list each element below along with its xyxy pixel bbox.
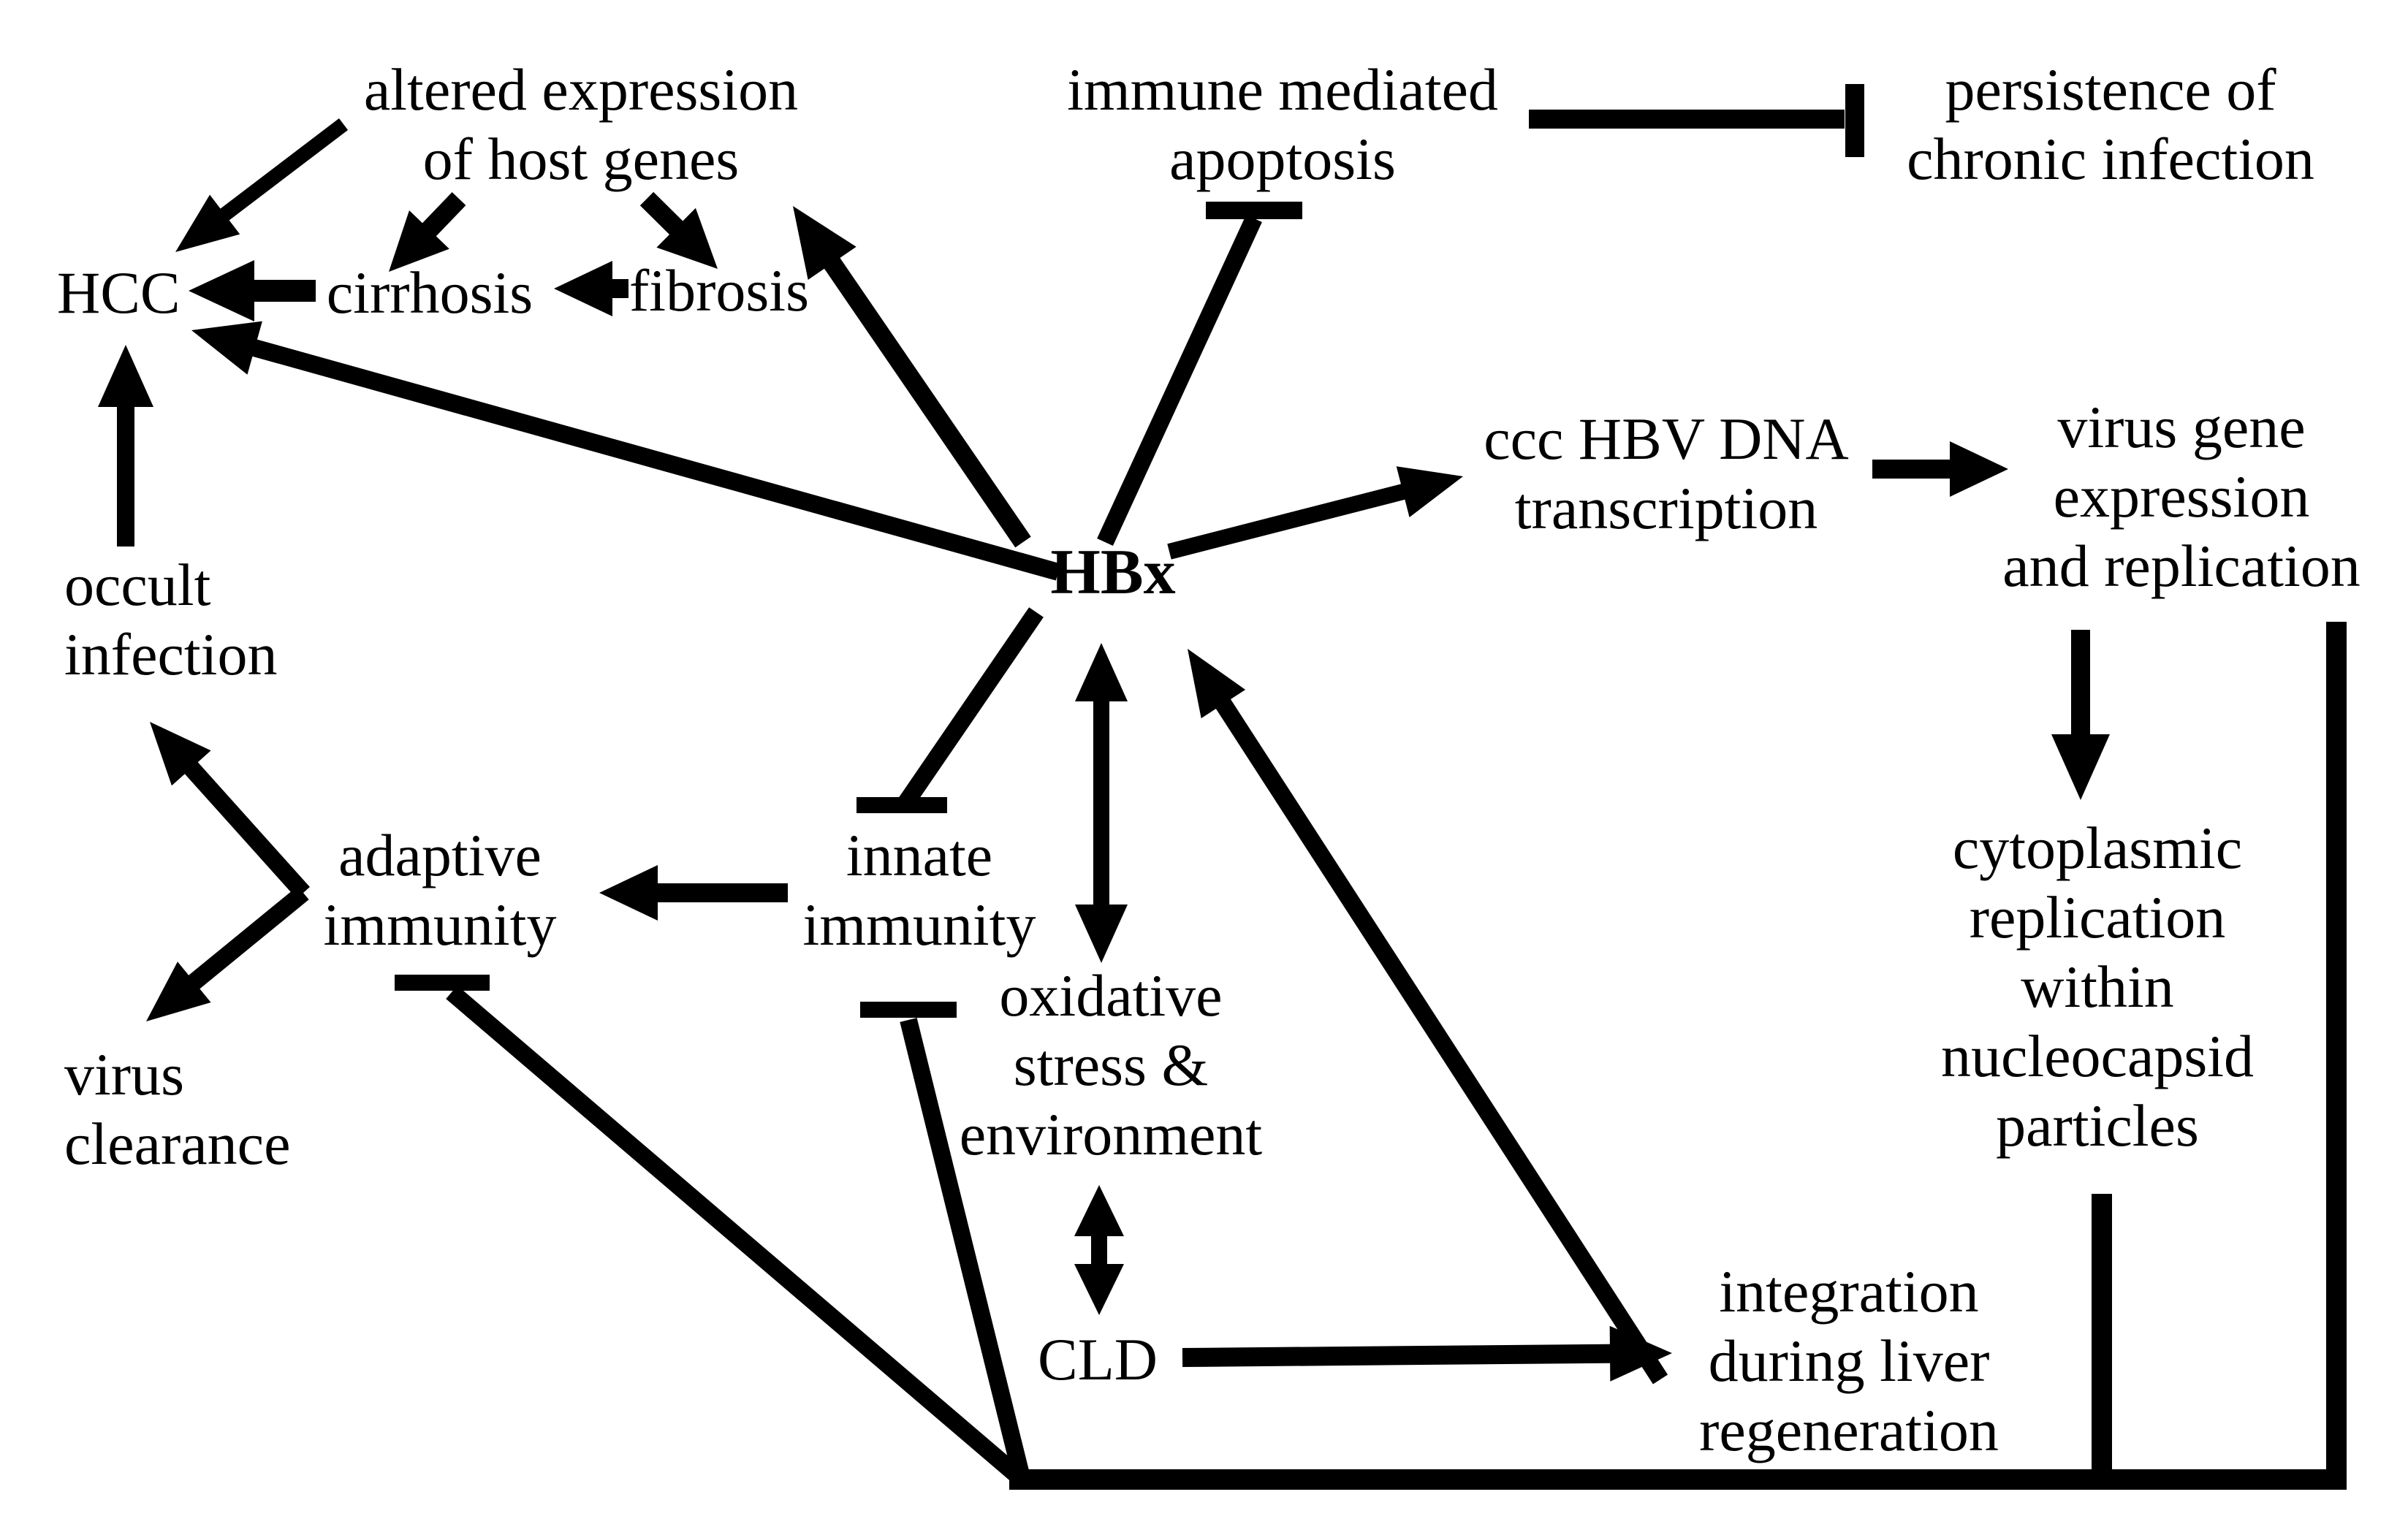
- node-adaptive-immunity-label-line-0: adaptive: [338, 822, 542, 888]
- node-cirrhosis-label-line-0: cirrhosis: [327, 259, 533, 326]
- node-cld-label-line-0: CLD: [1038, 1326, 1158, 1393]
- node-integration-label-line-2: regeneration: [1699, 1397, 1999, 1463]
- arrow-hbx-to-hcc: [191, 321, 1061, 581]
- inhibitor-replication-inhibits-innate: [860, 1002, 1030, 1480]
- node-altered-expression-label-line-1: of host genes: [423, 126, 740, 192]
- node-integration-label-line-1: during liver: [1709, 1328, 1990, 1394]
- node-innate-immunity-label-line-1: immunity: [803, 891, 1036, 958]
- arrow-adaptive-to-occult: [150, 722, 310, 899]
- node-occult-infection-label-line-0: occult: [64, 552, 211, 618]
- inhibitor-apoptosis-inhibits-persistence: [1529, 84, 1864, 157]
- arrow-integration-to-hbx: [1188, 649, 1668, 1385]
- node-fibrosis: fibrosis: [629, 257, 809, 324]
- node-persistence-label-line-0: persistence of: [1945, 56, 2276, 123]
- node-altered-expression-label-line-0: altered expression: [364, 56, 798, 123]
- inhibitor-replication-inhibits-adaptive: [395, 975, 1025, 1485]
- node-cytoplasmic-label-line-4: particles: [1996, 1092, 2199, 1159]
- node-cytoplasmic: cytoplasmicreplicationwithinnucleocapsid…: [1941, 815, 2254, 1159]
- node-virus-clearance-label-line-1: clearance: [64, 1111, 290, 1177]
- node-cytoplasmic-label-line-0: cytoplasmic: [1953, 815, 2242, 881]
- node-oxidative-stress-label-line-0: oxidative: [999, 962, 1222, 1029]
- node-ccc-transcription-label-line-0: ccc HBV DNA: [1484, 405, 1849, 472]
- node-integration-label-line-0: integration: [1719, 1258, 1978, 1325]
- node-immune-apoptosis-label-line-0: immune mediated: [1067, 56, 1498, 123]
- node-adaptive-immunity-label-line-1: immunity: [324, 891, 557, 958]
- arrow-ccc-to-virusgene: [1872, 441, 2008, 497]
- node-virus-gene-label-line-1: expression: [2054, 463, 2310, 530]
- node-ccc-transcription-label-line-1: transcription: [1515, 475, 1818, 541]
- node-cytoplasmic-label-line-2: within: [2021, 953, 2174, 1020]
- node-hbx-label-line-0: HBx: [1050, 537, 1175, 608]
- node-virus-clearance-label-line-0: virus: [64, 1041, 184, 1108]
- node-cld: CLD: [1038, 1326, 1158, 1393]
- arrow-hbx-to-altered: [793, 206, 1031, 548]
- inhibitor-hbx-inhibits-innate: [857, 607, 1044, 813]
- node-occult-infection-label-line-1: infection: [64, 621, 277, 688]
- double-arrow-oxidative-cld-double: [1074, 1185, 1124, 1315]
- node-persistence-label-line-1: chronic infection: [1907, 126, 2314, 192]
- arrow-cirrhosis-to-hcc: [189, 260, 316, 321]
- arrow-genes-to-cirrhosis: [389, 191, 466, 272]
- node-oxidative-stress-label-line-1: stress &: [1014, 1032, 1209, 1098]
- node-hbx: HBx: [1050, 537, 1175, 608]
- arrow-innate-to-adaptive: [599, 865, 788, 921]
- arrow-genes-to-fibrosis: [639, 191, 718, 269]
- arrow-fibrosis-to-cirrhosis: [554, 261, 628, 316]
- double-arrow-hbx-oxidative-double: [1075, 643, 1128, 963]
- arrow-occult-to-hcc: [98, 345, 153, 547]
- node-cytoplasmic-label-line-1: replication: [1970, 884, 2226, 951]
- node-hcc-label-line-0: HCC: [57, 259, 181, 326]
- node-innate-immunity-label-line-0: innate: [846, 822, 992, 888]
- arrow-adaptive-to-clearance: [146, 886, 309, 1021]
- arrow-altered-to-hcc: [175, 118, 349, 252]
- node-hcc: HCC: [57, 259, 181, 326]
- node-fibrosis-label-line-0: fibrosis: [629, 257, 809, 324]
- node-cirrhosis: cirrhosis: [327, 259, 533, 326]
- node-oxidative-stress-label-line-2: environment: [960, 1101, 1263, 1168]
- arrow-cld-to-integration: [1182, 1325, 1672, 1382]
- node-virus-gene-label-line-2: and replication: [2002, 533, 2360, 599]
- node-cytoplasmic-label-line-3: nucleocapsid: [1941, 1023, 2254, 1089]
- node-immune-apoptosis-label-line-1: apoptosis: [1169, 126, 1396, 192]
- arrow-hbx-to-ccc: [1167, 466, 1463, 560]
- inhibitor-hbx-inhibits-apoptosis: [1097, 202, 1302, 547]
- arrow-virusgene-to-cytoplasmic: [2051, 630, 2110, 800]
- node-virus-gene-label-line-0: virus gene: [2057, 394, 2305, 460]
